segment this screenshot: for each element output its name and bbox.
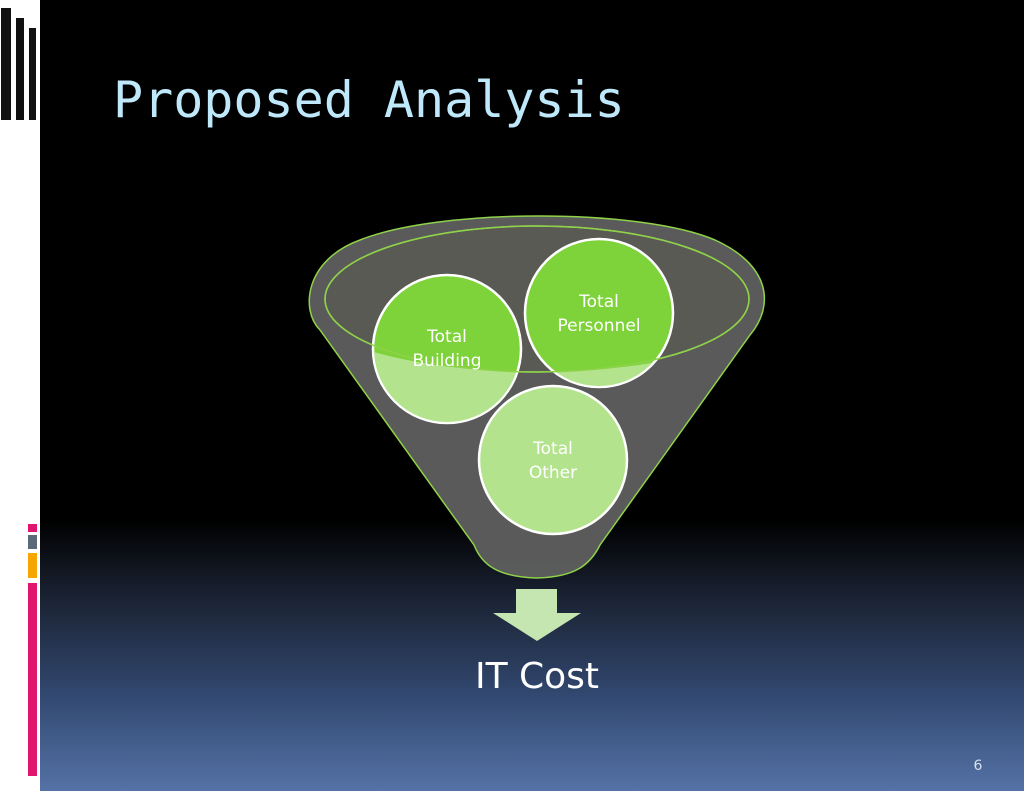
circle-label-personnel-line1: Total	[578, 292, 619, 312]
circle-label-personnel-line2: Personnel	[557, 316, 640, 336]
result-label: IT Cost	[474, 656, 600, 697]
accent-bar-orange	[28, 553, 37, 578]
funnel-rim-outline	[324, 225, 750, 373]
accent-bar-gray	[28, 535, 37, 549]
title-accent-bar-3	[29, 28, 36, 120]
down-arrow-icon	[493, 589, 581, 641]
circle-label-building-line1: Total	[426, 327, 467, 347]
page-number: 6	[973, 758, 983, 774]
circle-total-other	[477, 384, 629, 536]
circle-total-personnel	[523, 237, 675, 389]
circle-label-other-line1: Total	[532, 439, 573, 459]
title-accent-bar-1	[1, 8, 11, 120]
slide-title: Proposed Analysis	[113, 71, 625, 129]
accent-bar-magenta-long	[28, 583, 37, 776]
circle-label-building-line2: Building	[413, 351, 482, 371]
left-margin-strip	[0, 0, 40, 791]
title-accent-bar-2	[16, 18, 24, 120]
circle-label-other-line2: Other	[529, 463, 577, 483]
accent-bar-magenta-top	[28, 524, 37, 532]
